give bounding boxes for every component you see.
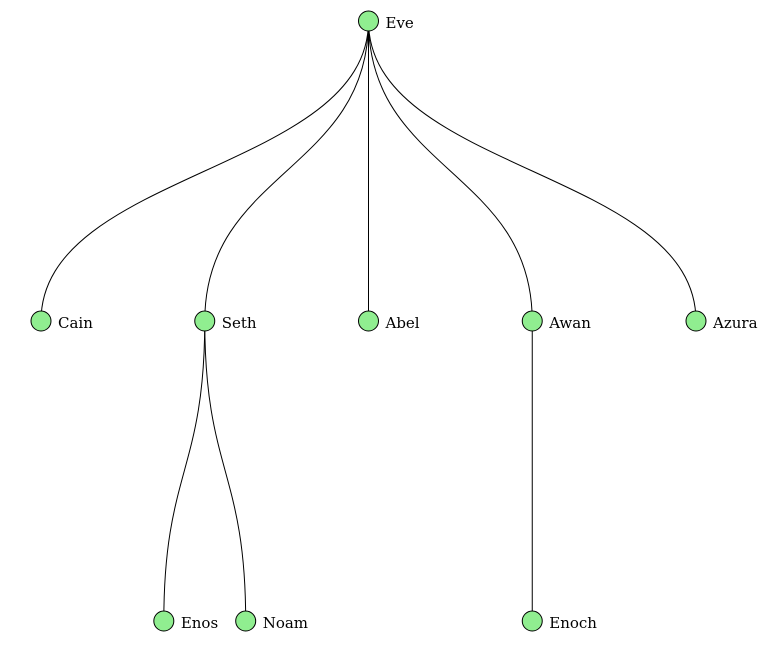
tree-link (368, 20, 533, 322)
node-label: Enos (181, 614, 218, 632)
node-circle[interactable] (235, 610, 257, 632)
tree-node-noam[interactable]: Noam (235, 610, 308, 632)
tree-node-enos[interactable]: Enos (153, 610, 218, 632)
node-label: Eve (386, 14, 414, 32)
node-circle[interactable] (358, 310, 379, 332)
node-label: Noam (263, 614, 308, 632)
tree-link (204, 320, 247, 622)
tree-link (163, 320, 206, 622)
tree-link (204, 20, 369, 322)
tree-node-abel[interactable]: Abel (358, 310, 420, 332)
node-label: Enoch (549, 614, 597, 632)
tree-node-enoch[interactable]: Enoch (521, 610, 597, 632)
tree-link (40, 20, 369, 322)
node-circle[interactable] (153, 610, 175, 632)
tree-node-cain[interactable]: Cain (30, 310, 93, 332)
node-circle[interactable] (358, 10, 379, 32)
node-circle[interactable] (521, 310, 543, 332)
tree-node-azura[interactable]: Azura (685, 310, 758, 332)
node-label: Awan (548, 314, 591, 332)
node-circle[interactable] (30, 310, 52, 332)
node-circle[interactable] (521, 610, 543, 632)
node-label: Azura (712, 314, 758, 332)
node-circle[interactable] (194, 310, 216, 332)
tree-node-eve[interactable]: Eve (358, 10, 414, 32)
tree-node-seth[interactable]: Seth (194, 310, 257, 332)
node-label: Cain (58, 314, 93, 332)
node-circle[interactable] (685, 310, 707, 332)
node-label: Abel (385, 314, 420, 332)
tree-links (40, 20, 697, 622)
node-label: Seth (222, 314, 257, 332)
tree-node-awan[interactable]: Awan (521, 310, 591, 332)
tree-link (368, 20, 697, 322)
